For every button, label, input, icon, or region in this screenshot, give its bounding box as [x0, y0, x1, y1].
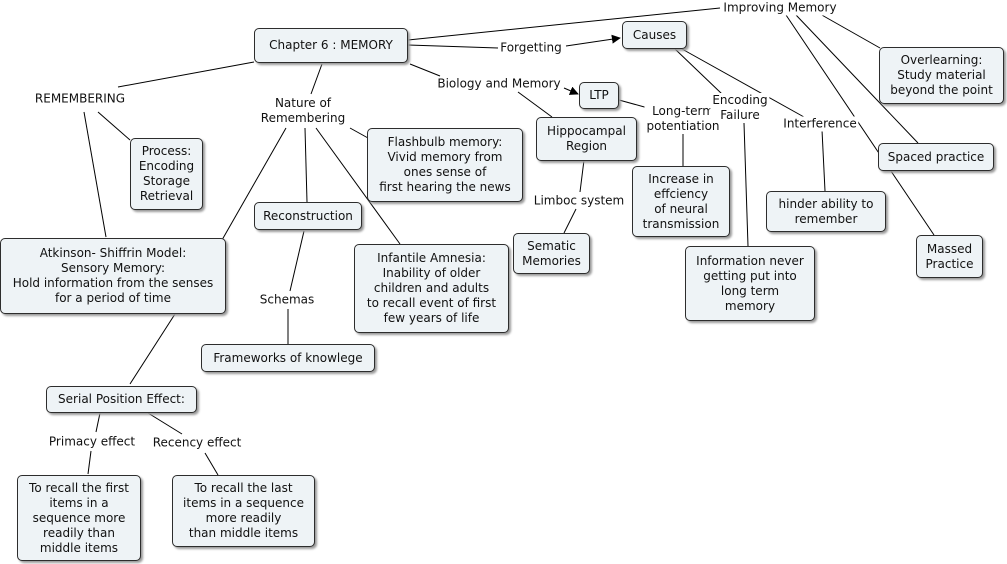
link-chapter-forgetting: [407, 44, 499, 49]
link-chapter-biology: [409, 63, 441, 77]
recency-definition-node[interactable]: To recall the last items in a sequence m…: [172, 475, 315, 547]
link-atkinson-serial: [129, 313, 176, 385]
link-limbic-sematic: [563, 208, 577, 234]
link-chapter-improving: [407, 7, 721, 41]
nature-of-remembering-label: Nature of Remembering: [258, 96, 348, 126]
schemas-label: Schemas: [257, 292, 317, 308]
link-nature-flashbulb: [349, 127, 369, 139]
link-biology-hippocampal: [517, 91, 553, 118]
primacy-effect-label: Primacy effect: [46, 434, 138, 450]
link-hippocampal-limbic: [579, 159, 585, 193]
improving-memory-label: Improving Memory: [721, 0, 839, 16]
link-chapter-nature: [310, 63, 323, 95]
recency-effect-label: Recency effect: [150, 435, 244, 451]
link-nature-atkinson: [221, 127, 287, 241]
link-biology-ltp: [563, 86, 579, 95]
causes-node[interactable]: Causes: [622, 21, 687, 49]
link-interference-hinder: [821, 129, 826, 192]
link-causes-interference: [681, 48, 805, 118]
link-improving-massed: [785, 14, 935, 236]
link-nature-reconstruction: [304, 127, 308, 203]
hippocampal-region-node[interactable]: Hippocampal Region: [536, 117, 637, 161]
frameworks-node[interactable]: Frameworks of knowlege: [201, 344, 375, 372]
link-reconstruction-schemas: [289, 230, 305, 292]
link-serial-primacy: [95, 412, 101, 433]
hinder-ability-node[interactable]: hinder ability to remember: [766, 191, 886, 232]
limbic-system-label: Limboc system: [531, 193, 627, 209]
increase-efficiency-node[interactable]: Increase in effciency of neural transmis…: [632, 166, 730, 237]
biology-and-memory-label: Biology and Memory: [435, 76, 563, 92]
serial-position-node[interactable]: Serial Position Effect:: [46, 386, 197, 413]
link-serial-recency: [147, 412, 183, 435]
link-ltp-longterm: [618, 99, 649, 109]
information-never-node[interactable]: Information never getting put into long …: [685, 246, 815, 321]
interference-label: Interference: [781, 116, 859, 132]
link-remembering-atkinson: [83, 111, 107, 238]
remembering-label: REMEMBERING: [32, 91, 128, 107]
link-chapter-remembering: [117, 61, 255, 88]
flashbulb-memory-node[interactable]: Flashbulb memory: Vivid memory from ones…: [367, 128, 523, 202]
link-nature-infantile: [315, 127, 401, 245]
link-recency-def: [204, 452, 219, 476]
process-node[interactable]: Process: Encoding Storage Retrieval: [130, 138, 203, 210]
link-improving-spaced: [795, 14, 919, 144]
encoding-failure-label: Encoding Failure: [710, 93, 770, 123]
link-forgetting-causes: [565, 34, 621, 47]
ltp-node[interactable]: LTP: [579, 82, 619, 109]
forgetting-label: Forgetting: [498, 40, 564, 56]
infantile-amnesia-node[interactable]: Infantile Amnesia: Inability of older ch…: [354, 244, 509, 333]
link-improving-overlearning: [819, 13, 881, 49]
link-causes-encoding: [674, 48, 723, 95]
link-remembering-process: [97, 111, 131, 141]
chapter-memory-node[interactable]: Chapter 6 : MEMORY: [254, 28, 408, 63]
reconstruction-node[interactable]: Reconstruction: [254, 202, 362, 230]
sematic-memories-node[interactable]: Sematic Memories: [513, 233, 590, 274]
overlearning-node[interactable]: Overlearning: Study material beyond the …: [879, 47, 1004, 104]
massed-practice-node[interactable]: Massed Practice: [916, 235, 983, 278]
link-primacy-def: [87, 450, 92, 475]
long-term-potentiation-label: Long-term potentiation: [644, 104, 722, 134]
primacy-definition-node[interactable]: To recall the first items in a sequence …: [17, 475, 141, 561]
spaced-practice-node[interactable]: Spaced practice: [878, 143, 994, 171]
atkinson-shiffrin-node[interactable]: Atkinson- Shiffrin Model: Sensory Memory…: [0, 238, 226, 314]
link-encoding-info: [743, 122, 749, 247]
